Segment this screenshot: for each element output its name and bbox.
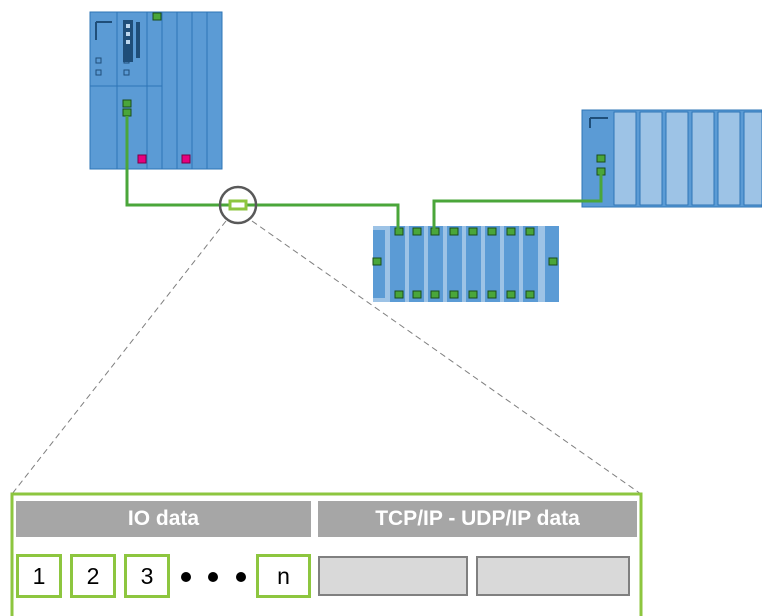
magnifier-circle	[218, 185, 258, 225]
slot-1: 1	[16, 554, 62, 598]
ellipsis-dot	[208, 572, 218, 582]
io-data-header: IO data	[16, 501, 311, 537]
remote-io-rack	[581, 109, 762, 208]
slot-2: 2	[70, 554, 116, 598]
ellipsis-dot	[181, 572, 191, 582]
ellipsis-dot	[236, 572, 246, 582]
tcp-ip-header: TCP/IP - UDP/IP data	[318, 501, 637, 537]
plc-controller	[89, 11, 223, 170]
udp-data-slot	[476, 556, 630, 596]
io-station	[372, 226, 559, 302]
slot-n: n	[256, 554, 311, 598]
tcp-data-slot	[318, 556, 468, 596]
network-cables	[125, 116, 603, 231]
slot-3: 3	[124, 554, 170, 598]
zoom-lines	[11, 220, 642, 495]
